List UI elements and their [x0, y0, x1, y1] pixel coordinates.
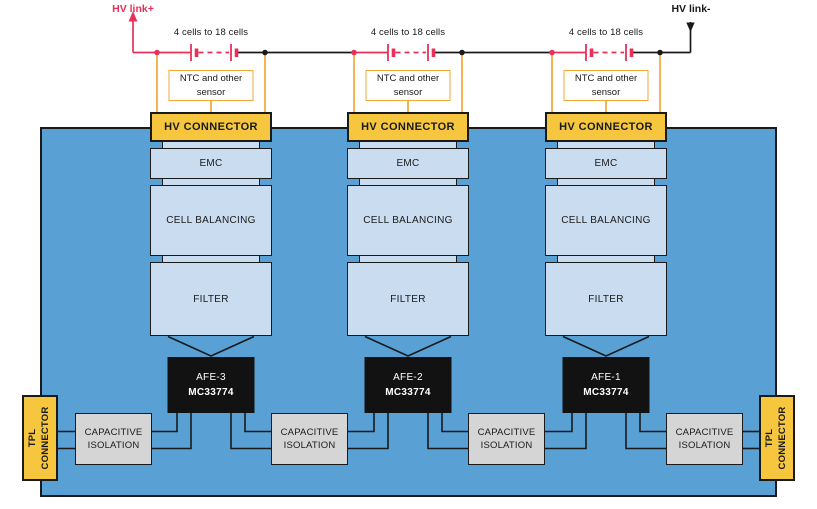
bus-band: [359, 140, 457, 150]
ntc-sensor-box: NTC and other sensor: [168, 70, 254, 101]
afe-chain-2: 4 cells to 18 cells NTC and other sensor…: [347, 0, 469, 509]
bus-band: [359, 176, 457, 187]
ntc-sensor-box: NTC and other sensor: [365, 70, 451, 101]
tpl-connector-right: TPL CONNECTOR: [759, 395, 795, 481]
filter-box: FILTER: [150, 262, 272, 336]
afe-chip-box: AFE-2 MC33774: [364, 357, 452, 413]
cell-balancing-box: CELL BALANCING: [150, 185, 272, 256]
afe-name: AFE-1: [591, 372, 621, 383]
cell-balancing-box: CELL BALANCING: [347, 185, 469, 256]
hv-link-minus-label: HV link-: [671, 3, 711, 15]
capacitive-isolation-box: CAPACITIVE ISOLATION: [75, 413, 152, 465]
hv-link-plus-label: HV link+: [112, 3, 154, 15]
afe-chip-box: AFE-3 MC33774: [167, 357, 255, 413]
bus-band: [162, 176, 260, 187]
filter-box: FILTER: [347, 262, 469, 336]
afe-chain-1: 4 cells to 18 cells NTC and other sensor…: [545, 0, 667, 509]
filter-box: FILTER: [545, 262, 667, 336]
afe-part-number: MC33774: [583, 387, 629, 398]
emc-box: EMC: [347, 148, 469, 179]
afe-name: AFE-3: [196, 372, 226, 383]
ntc-sensor-box: NTC and other sensor: [563, 70, 649, 101]
cell-balancing-box: CELL BALANCING: [545, 185, 667, 256]
hv-link-plus-wire: [128, 11, 138, 53]
hv-connector-box: HV CONNECTOR: [347, 112, 469, 142]
emc-box: EMC: [545, 148, 667, 179]
afe-name: AFE-2: [393, 372, 423, 383]
bus-band: [162, 140, 260, 150]
cells-range-label: 4 cells to 18 cells: [173, 27, 249, 38]
cells-range-label: 4 cells to 18 cells: [568, 27, 644, 38]
hv-connector-box: HV CONNECTOR: [150, 112, 272, 142]
tpl-connector-label: TPL CONNECTOR: [764, 406, 788, 470]
afe-part-number: MC33774: [385, 387, 431, 398]
hv-connector-box: HV CONNECTOR: [545, 112, 667, 142]
bus-band: [557, 140, 655, 150]
capacitive-isolation-box: CAPACITIVE ISOLATION: [271, 413, 348, 465]
tpl-connector-label: TPL CONNECTOR: [27, 406, 51, 470]
afe-part-number: MC33774: [188, 387, 234, 398]
capacitive-isolation-box: CAPACITIVE ISOLATION: [468, 413, 545, 465]
emc-box: EMC: [150, 148, 272, 179]
cells-range-label: 4 cells to 18 cells: [370, 27, 446, 38]
afe-chain-3: 4 cells to 18 cells NTC and other sensor…: [150, 0, 272, 509]
afe-chip-box: AFE-1 MC33774: [562, 357, 650, 413]
tpl-connector-left: TPL CONNECTOR: [22, 395, 58, 481]
bus-band: [557, 176, 655, 187]
capacitive-isolation-box: CAPACITIVE ISOLATION: [666, 413, 743, 465]
hv-link-minus-wire: [686, 22, 695, 53]
